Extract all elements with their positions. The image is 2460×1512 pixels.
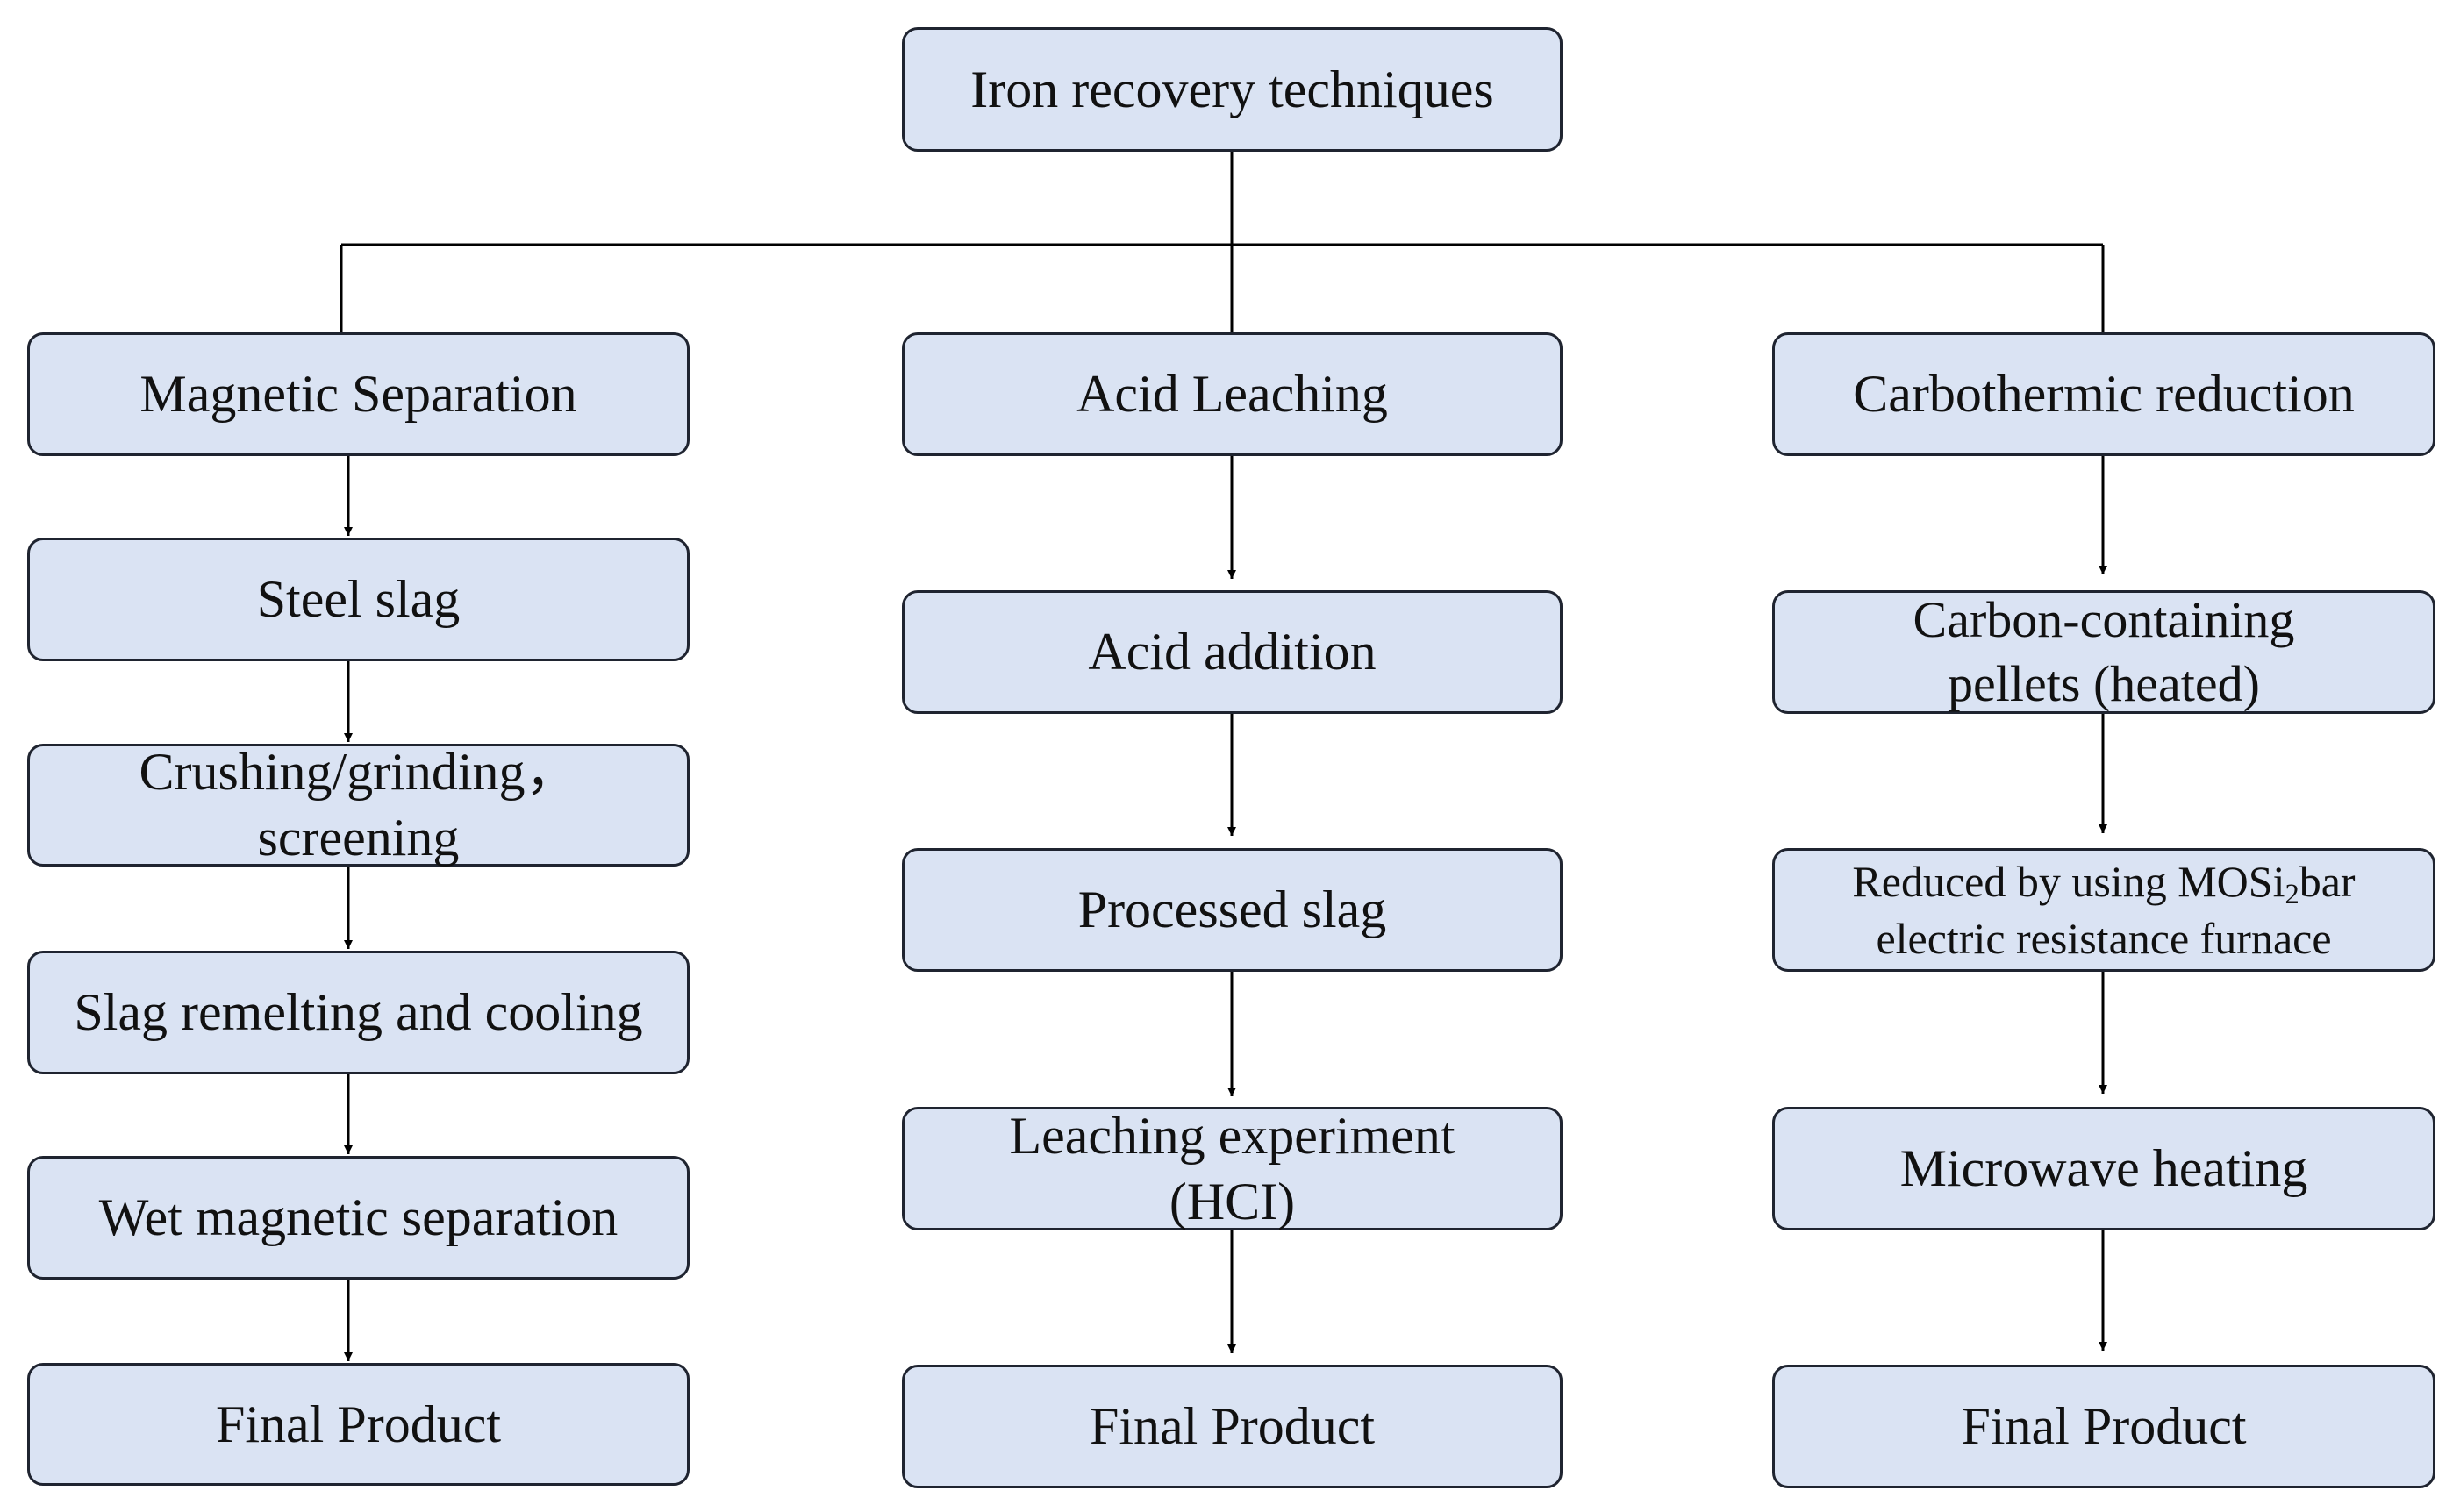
branch-title: Acid Leaching — [1076, 365, 1388, 423]
step-final-product: Final Product — [902, 1365, 1563, 1488]
step-crushing-grinding: Crushing/grinding， screening — [27, 743, 690, 867]
step-label: Reduced by using MOSi2bar electric resis… — [1852, 853, 2355, 967]
step-label: Steel slag — [256, 570, 461, 628]
step-label: Acid addition — [1088, 623, 1377, 681]
root-label: Iron recovery techniques — [970, 60, 1494, 118]
root-node: Iron recovery techniques — [902, 27, 1563, 152]
branch-acid-leaching: Acid Leaching — [902, 332, 1563, 456]
step-text: Reduced by using MOSi — [1852, 856, 2285, 906]
step-label: Final Product — [1961, 1397, 2247, 1455]
step-label: Processed slag — [1077, 881, 1387, 938]
step-wet-magnetic-separation: Wet magnetic separation — [27, 1156, 690, 1280]
step-leaching-experiment: Leaching experiment (HCI) — [902, 1107, 1563, 1230]
step-slag-remelting: Slag remelting and cooling — [27, 951, 690, 1074]
step-mosi2-furnace: Reduced by using MOSi2bar electric resis… — [1772, 848, 2435, 972]
step-label: Microwave heating — [1899, 1139, 2308, 1197]
step-acid-addition: Acid addition — [902, 590, 1563, 714]
step-steel-slag: Steel slag — [27, 538, 690, 661]
step-label: Leaching experiment (HCI) — [1009, 1106, 1455, 1230]
step-line-1: Reduced by using MOSi2bar — [1852, 856, 2356, 909]
step-suffix: bar — [2299, 856, 2356, 906]
step-microwave-heating: Microwave heating — [1772, 1107, 2435, 1230]
step-label: Final Product — [216, 1394, 501, 1453]
branch-carbothermic-reduction: Carbothermic reduction — [1772, 332, 2435, 456]
step-label: Carbon-containing pellets (heated) — [1913, 591, 2295, 712]
step-final-product: Final Product — [1772, 1365, 2435, 1488]
subscript: 2 — [2285, 878, 2299, 910]
step-label: Wet magnetic separation — [98, 1188, 619, 1246]
step-label: Slag remelting and cooling — [74, 983, 643, 1041]
branch-magnetic-separation: Magnetic Separation — [27, 332, 690, 456]
step-final-product: Final Product — [27, 1363, 690, 1486]
branch-title: Magnetic Separation — [139, 365, 577, 423]
step-line-2: electric resistance furnace — [1876, 913, 2332, 963]
branch-title: Carbothermic reduction — [1853, 365, 2355, 423]
step-carbon-containing-pellets: Carbon-containing pellets (heated) — [1772, 590, 2435, 714]
step-label: Final Product — [1090, 1397, 1375, 1455]
step-label: Crushing/grinding， screening — [139, 743, 578, 867]
step-processed-slag: Processed slag — [902, 848, 1563, 972]
